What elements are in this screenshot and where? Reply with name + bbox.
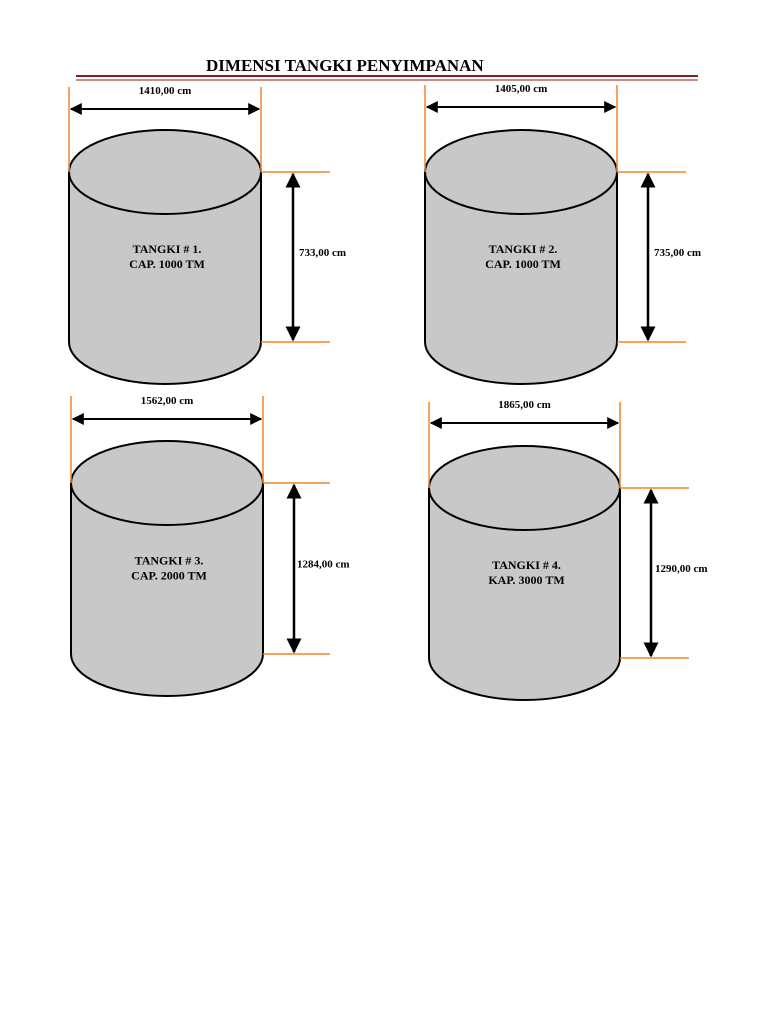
page-title: DIMENSI TANGKI PENYIMPANAN (206, 56, 484, 75)
tank-2-capacity: CAP. 1000 TM (485, 257, 561, 271)
tank-2-body (424, 172, 618, 385)
tank-1-body (68, 172, 262, 385)
tank-3-top (70, 440, 264, 526)
tank-4-top (428, 445, 621, 531)
tank-4-name: TANGKI # 4. (492, 558, 561, 572)
tank-2: 1405,00 cm 735,00 cm TANGKI # 2.CAP. 1000 … (424, 83, 701, 385)
tank-1-top (68, 129, 262, 215)
tank-2-height-label: 735,00 cm (654, 247, 701, 259)
tank-2-top (424, 129, 618, 215)
tank-1-capacity: CAP. 1000 TM (129, 257, 205, 271)
tank-4: 1865,00 cm 1290,00 cm TANGKI # 4.KAP. 3000… (428, 399, 708, 701)
tank-4-diameter-label: 1865,00 cm (498, 399, 551, 411)
tank-2-name: TANGKI # 2. (489, 242, 558, 256)
tank-3-body (70, 483, 264, 697)
tank-1-height-label: 733,00 cm (299, 247, 346, 259)
tank-1-name: TANGKI # 1. (133, 242, 202, 256)
tank-3-diameter-label: 1562,00 cm (141, 395, 194, 407)
tank-4-height-label: 1290,00 cm (655, 563, 708, 575)
tank-4-capacity: KAP. 3000 TM (488, 573, 564, 587)
tank-3: 1562,00 cm 1284,00 cm TANGKI # 3.CAP. 2000… (70, 395, 350, 697)
tank-1: 1410,00 cm 733,00 cm TANGKI # 1.CAP. 1000 … (68, 85, 346, 385)
tank-1-diameter-label: 1410,00 cm (139, 85, 192, 97)
tank-3-height-label: 1284,00 cm (297, 559, 350, 571)
tank-3-capacity: CAP. 2000 TM (131, 569, 207, 583)
tank-2-diameter-label: 1405,00 cm (495, 83, 548, 95)
tank-4-body (428, 488, 621, 701)
tank-3-name: TANGKI # 3. (135, 554, 204, 568)
